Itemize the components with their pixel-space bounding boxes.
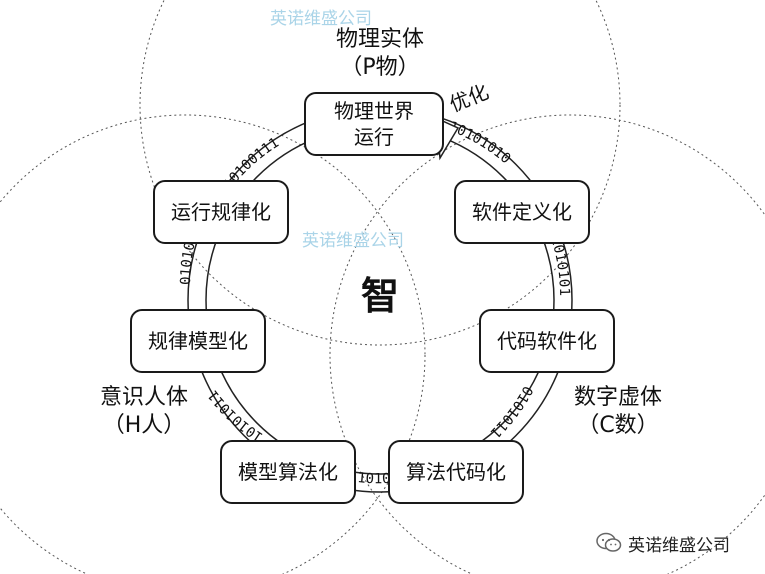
step-software-defined-label: 软件定义化: [472, 200, 572, 224]
venn-circle-digital: [329, 114, 765, 574]
step-law-model: 规律模型化: [130, 309, 266, 373]
region-digital-line2: （C数）: [577, 413, 659, 438]
watermark-top: 英诺维盛公司: [270, 9, 372, 29]
optimize-label: 优化: [446, 79, 492, 116]
step-software-defined: 软件定义化: [454, 180, 590, 244]
center-label: 智: [360, 274, 399, 318]
footer-account-name: 英诺维盛公司: [628, 535, 730, 556]
ring-bits-bottom: 1010: [357, 470, 391, 487]
region-consciousness-line2: （H人）: [102, 413, 186, 438]
region-physical-line2: （P物）: [340, 55, 420, 80]
step-code-software: 代码软件化: [479, 309, 615, 373]
step-physical-world-label: 物理世界运行: [334, 99, 414, 149]
step-model-algorithm: 模型算法化: [220, 440, 356, 504]
step-physical-world: 物理世界运行: [304, 92, 444, 156]
watermark-center: 英诺维盛公司: [302, 231, 404, 251]
step-operation-law-label: 运行规律化: [171, 200, 271, 224]
region-label-physical: 物理实体 （P物）: [300, 26, 460, 82]
region-label-digital: 数字虚体 （C数）: [548, 384, 688, 440]
step-operation-law: 运行规律化: [153, 180, 289, 244]
venn-circle-physical: [139, 0, 621, 346]
step-algorithm-code-label: 算法代码化: [406, 460, 506, 484]
venn-circle-consciousness: [0, 114, 426, 574]
region-physical-line1: 物理实体: [335, 27, 424, 52]
region-consciousness-line1: 意识人体: [99, 385, 188, 410]
region-digital-line1: 数字虚体: [573, 385, 662, 410]
step-algorithm-code: 算法代码化: [388, 440, 524, 504]
step-law-model-label: 规律模型化: [148, 329, 248, 353]
wechat-icon: [596, 532, 622, 554]
step-code-software-label: 代码软件化: [497, 329, 597, 353]
footer-account: 英诺维盛公司: [596, 530, 730, 556]
step-model-algorithm-label: 模型算法化: [238, 460, 338, 484]
ring-bits-left-lower: 10101011: [205, 387, 266, 445]
region-label-consciousness: 意识人体 （H人）: [74, 384, 214, 440]
